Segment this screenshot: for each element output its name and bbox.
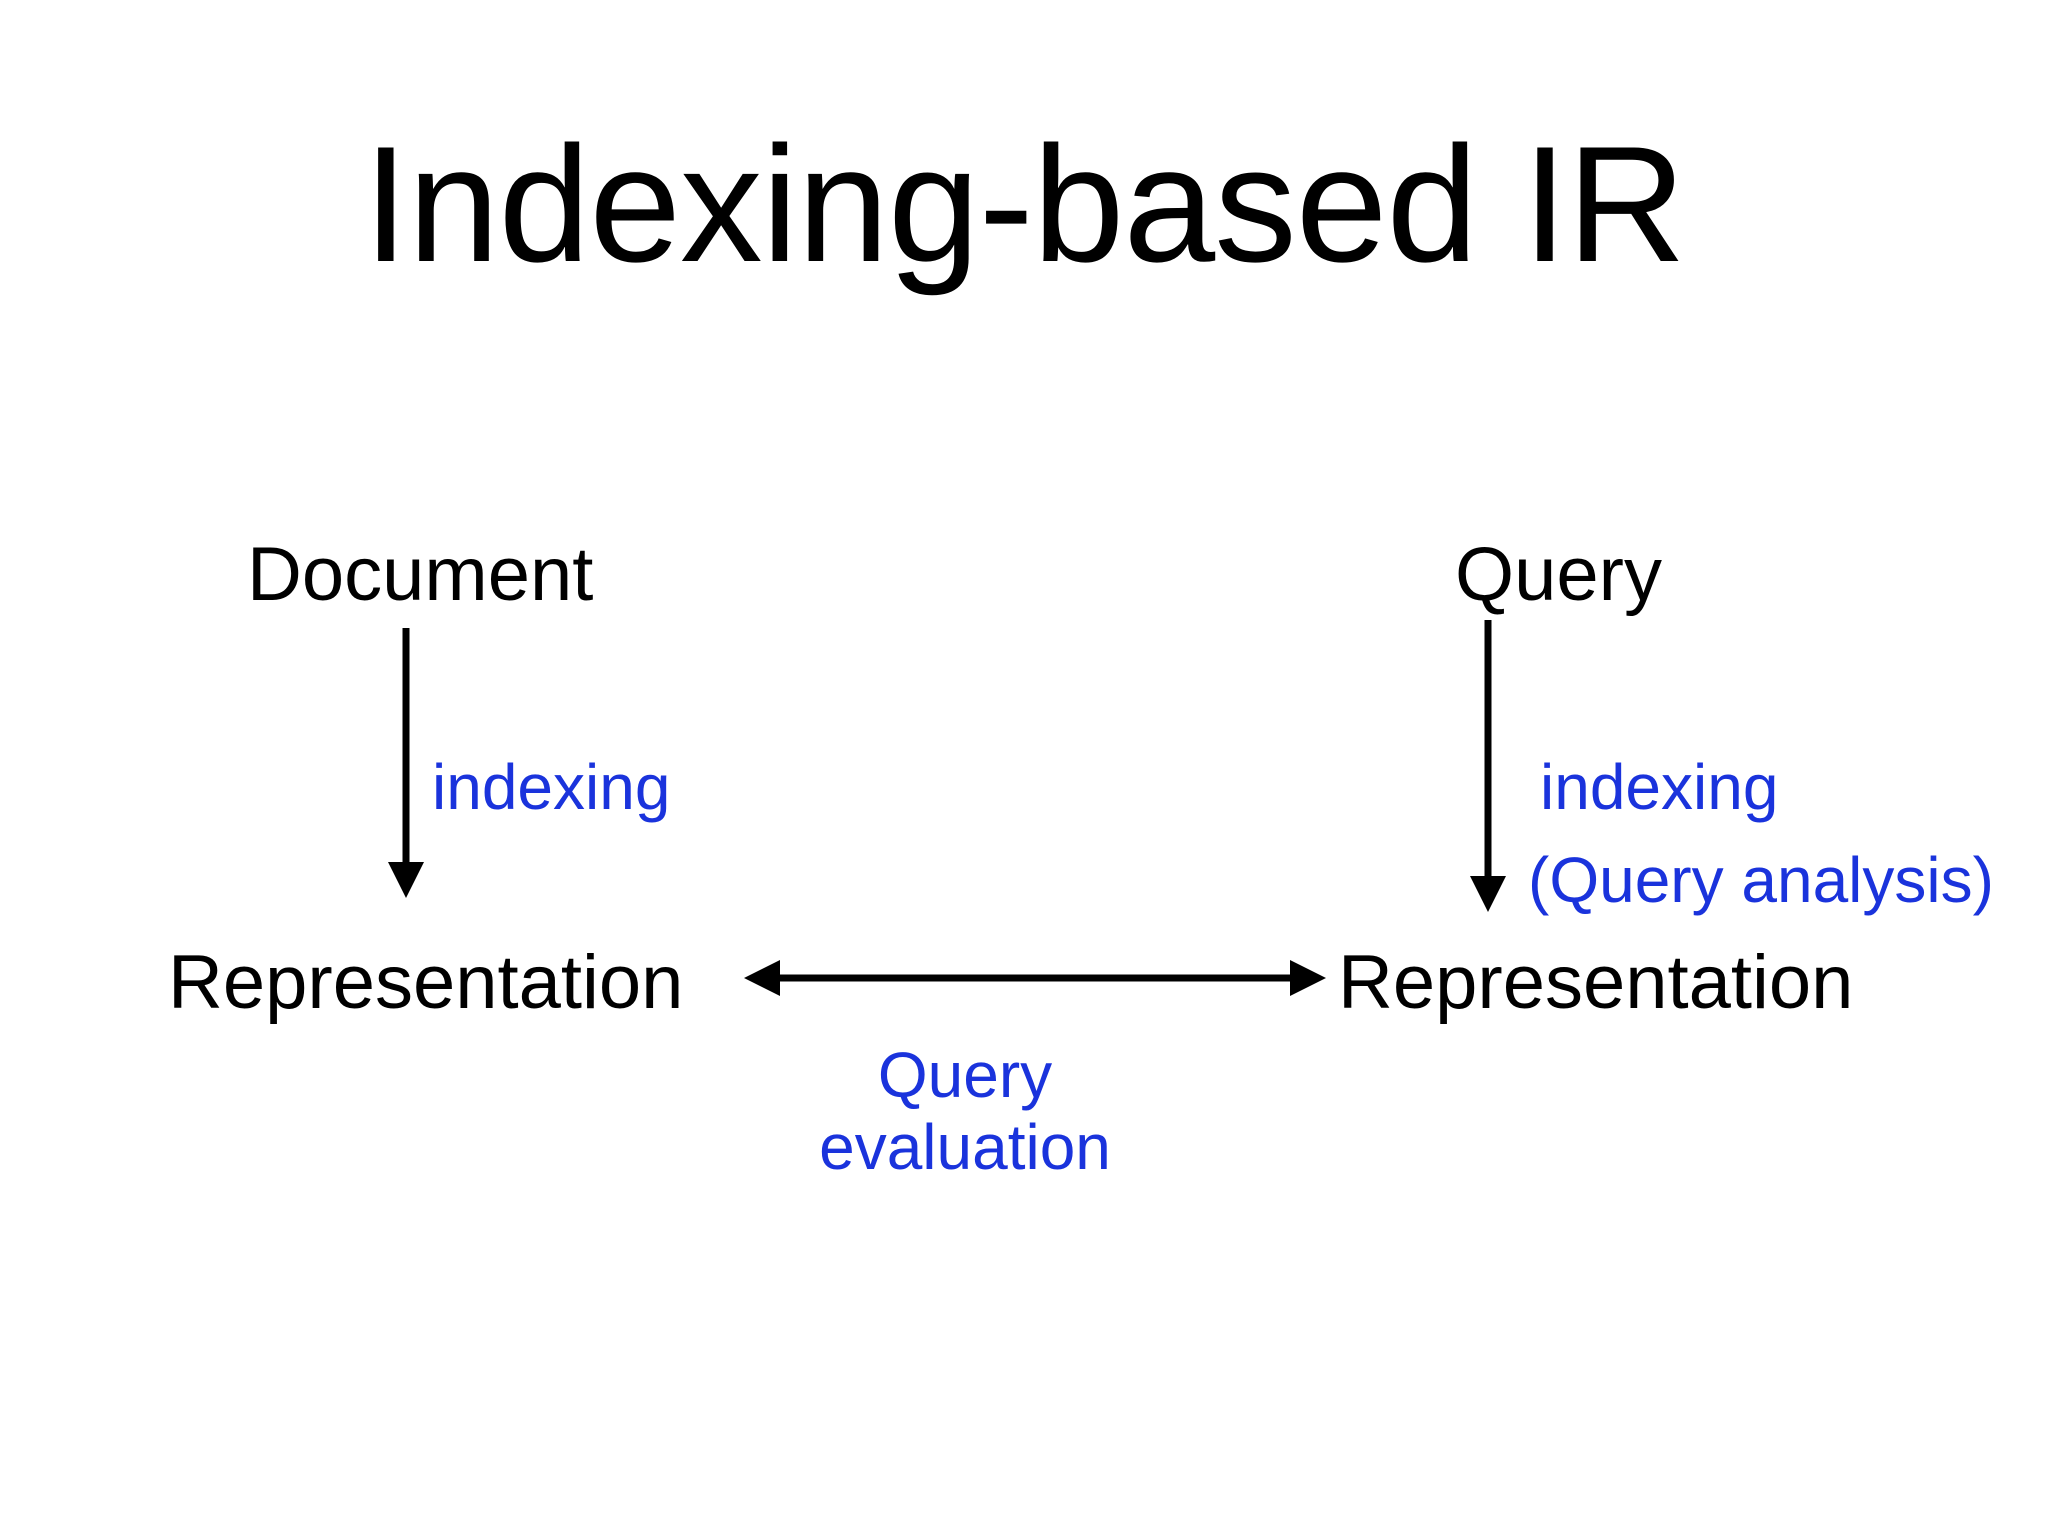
node-representation-left: Representation: [168, 940, 684, 1025]
node-query: Query: [1455, 532, 1662, 617]
arrow-query-to-representation: [1470, 620, 1506, 912]
edge-label-query-analysis: (Query analysis): [1528, 844, 1994, 916]
arrow-document-to-representation: [388, 628, 424, 898]
edge-label-indexing-right: indexing: [1540, 751, 1779, 823]
edge-label-query-evaluation: Query evaluation: [819, 1039, 1111, 1183]
node-document: Document: [247, 532, 594, 617]
edge-label-indexing-left: indexing: [432, 751, 671, 823]
arrow-query-evaluation: [744, 960, 1326, 996]
page-title: Indexing-based IR: [362, 112, 1686, 296]
node-representation-right: Representation: [1338, 940, 1854, 1025]
